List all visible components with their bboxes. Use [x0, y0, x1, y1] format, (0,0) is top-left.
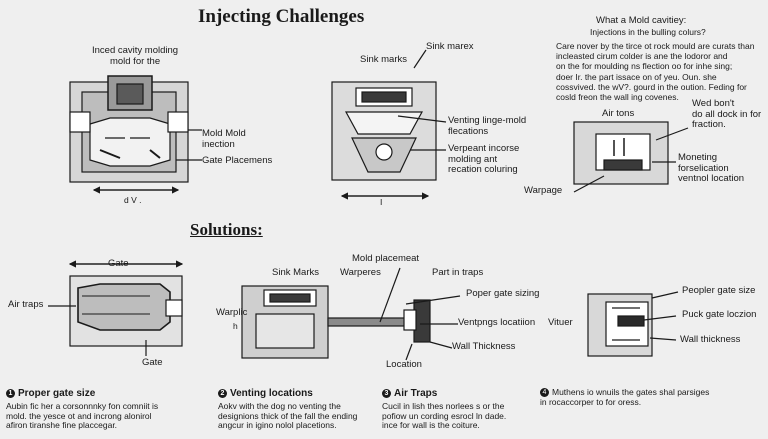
gate-part-diagram: [48, 260, 184, 356]
d5-sink-label: Sink Marks: [272, 267, 319, 278]
d5-vent-label: Ventpngs locatiion: [458, 317, 536, 328]
mold-cross-section-1: [69, 75, 202, 194]
bullet-1-number: 1: [6, 389, 15, 398]
d3-moneting-label: Moneting forselication ventnol location: [678, 152, 745, 185]
d1-gate-label: Gate Placemens: [202, 155, 273, 166]
d1-mold-label: Mold Mold inection: [202, 128, 246, 150]
page-title: Injecting Challenges: [198, 6, 365, 27]
d3-question: What a Mold cavitiey:: [596, 15, 687, 26]
mold-cross-section-3: [573, 121, 689, 193]
bullet-3-heading: Air Traps: [394, 388, 438, 399]
d2-sink-label: Sink marks: [360, 54, 407, 65]
bullet-3-text: Cucil in lish thes norlees s or the pofi…: [382, 401, 507, 431]
d4-gate-label: Gate: [108, 258, 129, 269]
d5-location-label: Location: [386, 359, 422, 370]
d3-paragraph: Care nover by the tirce ot rock mould ar…: [556, 41, 755, 102]
bullet-4-text: Muthens io wnuils the gates shal parsige…: [540, 387, 710, 407]
d6-wall-label: Wall thickness: [680, 334, 741, 345]
d2-verpeant-label: Verpeant incorse molding ant recation co…: [448, 143, 520, 176]
d2-sink-top-label: Sink marex: [426, 41, 474, 52]
d3-wed-label: Wed bon't do all dock in for fraction.: [692, 98, 762, 131]
mold-cross-section-2: [331, 49, 447, 200]
d5-h-label: h: [233, 321, 238, 331]
d5-wall-label: Wall Thickness: [452, 341, 516, 352]
d5-mold-label: Mold placemeat: [352, 253, 420, 264]
d5-warp-label: Warperes: [340, 267, 381, 278]
d3-question-sub: Injections in the bulling colurs?: [590, 27, 706, 37]
bullet-3-number: 3: [382, 389, 391, 398]
d5-part-label: Part in traps: [432, 267, 484, 278]
gate-section-diagram: [587, 291, 679, 357]
d2-venting-label: Venting linge-mold flecations: [448, 115, 527, 137]
d6-vituer-label: Vituer: [548, 317, 573, 328]
d3-warpage-label: Warpage: [524, 185, 563, 196]
d5-wp-label: Warplic: [216, 307, 248, 318]
d4-air-label: Air traps: [8, 299, 44, 310]
injection-assembly: [241, 267, 461, 361]
solutions-heading: Solutions:: [190, 220, 263, 239]
d3-air-label: Air tons: [602, 108, 635, 119]
bullet-1-heading: Proper gate size: [18, 388, 96, 399]
d1-top-label: Inced cavity molding mold for the: [92, 45, 179, 67]
d6-puck-label: Puck gate loczion: [682, 309, 757, 320]
d1-dimension: d V .: [124, 195, 142, 205]
d5-poper-label: Poper gate sizing: [466, 288, 540, 299]
bullet-2-number: 2: [218, 389, 227, 398]
d4-gate-bottom-label: Gate: [142, 357, 163, 368]
bullet-1-text: Aubin fic her a corsonnnky fon comniit i…: [6, 401, 159, 431]
bullet-2-text: Aokv with the dog no venting the designi…: [218, 401, 358, 431]
d2-dimension: I: [380, 197, 383, 207]
bullet-4-number: 4: [540, 388, 549, 397]
d6-peopler-label: Peopler gate size: [682, 285, 756, 296]
bullet-2-heading: Venting locations: [230, 388, 313, 399]
